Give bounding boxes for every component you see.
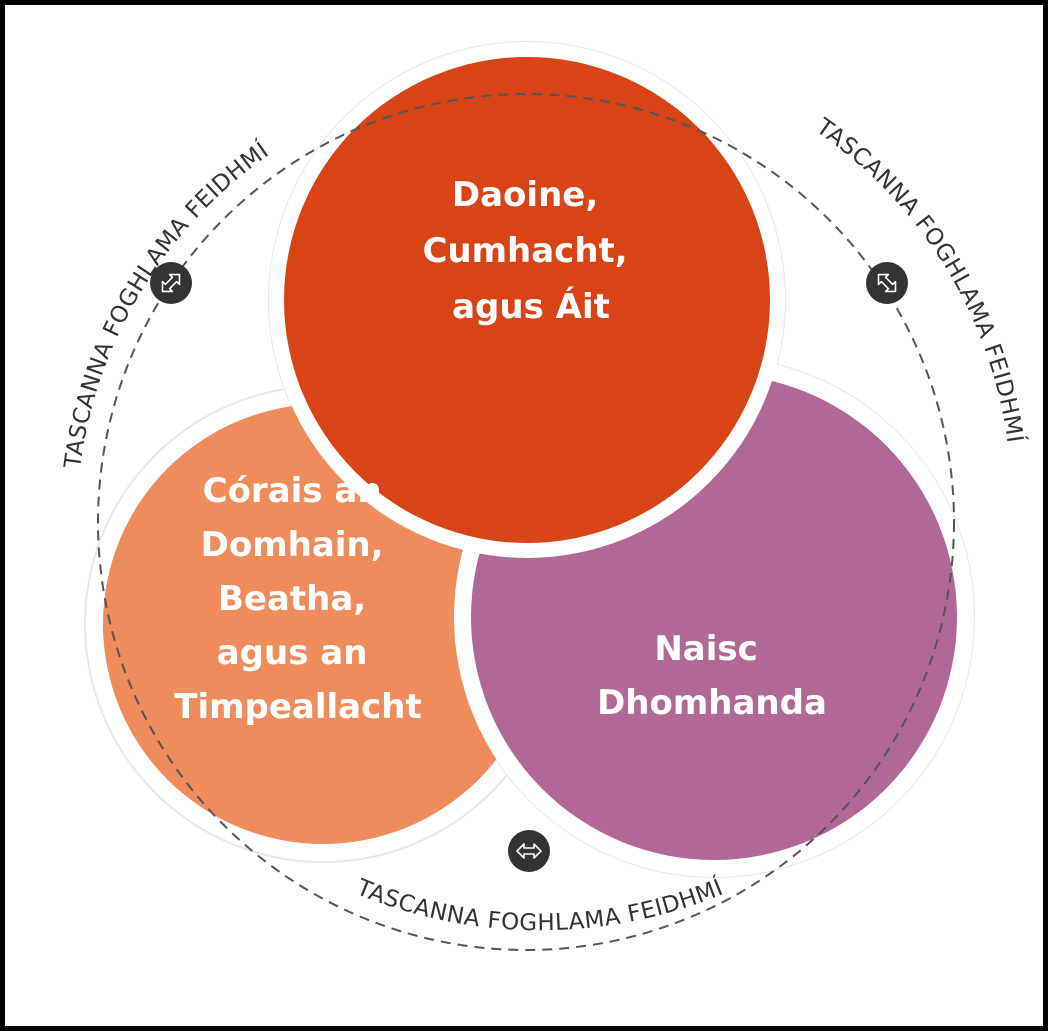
ring-label-bottom: TASCANNA FOGHLAMA FEIDHMÍ — [352, 873, 727, 936]
right-circle-line-2: Dhomhanda — [597, 683, 827, 723]
left-circle-line-5: Timpeallacht — [174, 687, 421, 727]
left-circle-line-3: Beatha, — [218, 579, 366, 619]
left-circle-label: Córais an Domhain, Beatha, agus an Timpe… — [174, 471, 421, 727]
top-circle-line-1: Daoine, — [452, 175, 598, 215]
bidirectional-arrow-icon — [866, 262, 908, 304]
top-circle-label: Daoine, Cumhacht, agus Áit — [422, 175, 639, 327]
bidirectional-arrow-icon — [508, 830, 550, 872]
left-circle-line-1: Córais an — [203, 471, 382, 511]
left-circle-line-4: agus an — [217, 633, 368, 673]
top-circle-line-3: agus Áit — [452, 286, 610, 327]
ring-label-bottom-text: TASCANNA FOGHLAMA FEIDHMÍ — [352, 873, 726, 936]
top-circle — [284, 57, 770, 543]
top-circle-line-2: Cumhacht, — [422, 231, 627, 271]
bidirectional-arrow-icon — [150, 262, 192, 304]
right-circle-label: Naisc Dhomhanda — [597, 629, 827, 723]
dashed-orbit-ring — [97, 93, 955, 951]
right-circle-line-1: Naisc — [654, 629, 757, 669]
left-circle-line-2: Domhain, — [201, 525, 384, 565]
